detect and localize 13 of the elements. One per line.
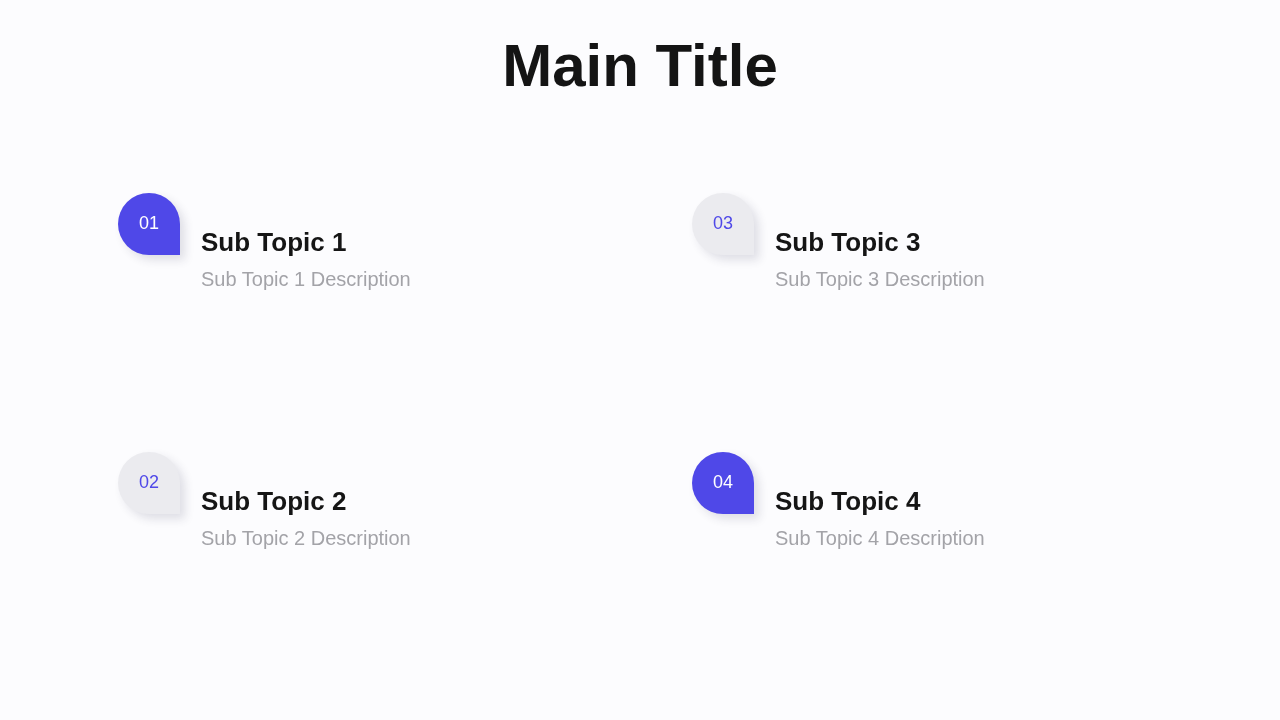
topic-description: Sub Topic 4 Description [775,526,985,550]
topic-heading: Sub Topic 3 [775,227,921,257]
number-badge: 04 [692,452,754,514]
number-badge: 02 [118,452,180,514]
topic-description: Sub Topic 2 Description [201,526,411,550]
main-title: Main Title [502,31,778,101]
topic-heading: Sub Topic 2 [201,486,347,516]
topic-description: Sub Topic 3 Description [775,267,985,291]
number-badge: 01 [118,193,180,255]
topic-heading: Sub Topic 4 [775,486,921,516]
number-badge: 03 [692,193,754,255]
topic-description: Sub Topic 1 Description [201,267,411,291]
topic-heading: Sub Topic 1 [201,227,347,257]
